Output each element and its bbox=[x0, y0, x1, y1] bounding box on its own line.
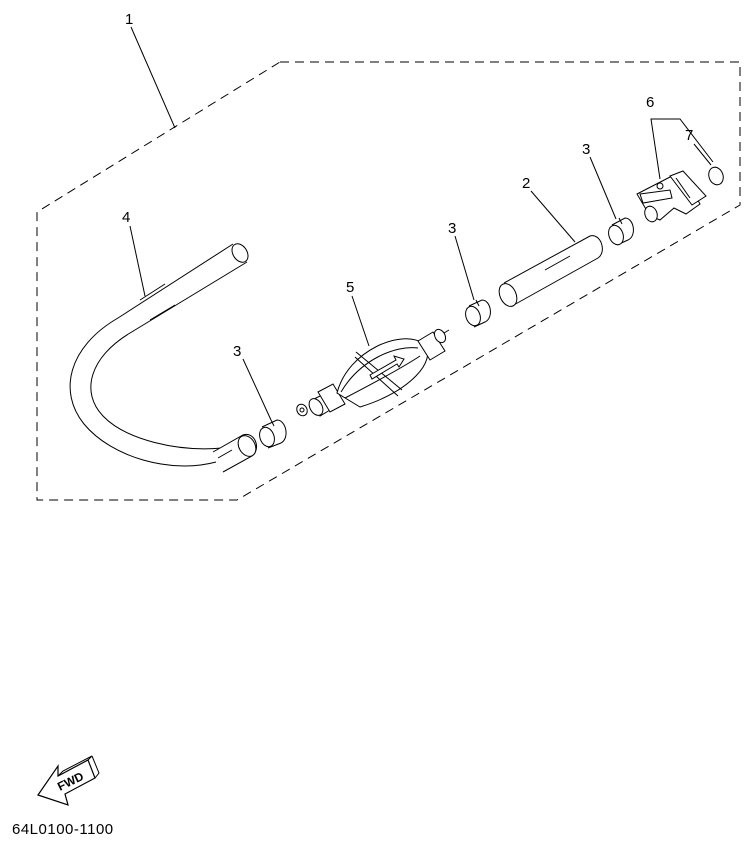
callout-3c: 3 bbox=[582, 141, 590, 158]
leader-7 bbox=[693, 143, 712, 166]
primer-bulb-part-5 bbox=[296, 328, 450, 417]
callout-3b: 3 bbox=[448, 220, 456, 237]
hose-clamp-3a bbox=[259, 419, 287, 449]
fuel-hose-part-2 bbox=[498, 235, 603, 307]
leader-2 bbox=[530, 190, 576, 243]
leader-5 bbox=[351, 295, 370, 347]
callout-5: 5 bbox=[346, 279, 354, 296]
callout-2: 2 bbox=[522, 175, 530, 192]
leader-3a bbox=[242, 358, 272, 421]
fwd-arrow-icon: FWD bbox=[37, 755, 100, 806]
callout-3a: 3 bbox=[233, 343, 241, 360]
o-ring-part-7 bbox=[708, 166, 724, 186]
leader-1 bbox=[130, 26, 176, 129]
leader-6 bbox=[650, 118, 714, 180]
callout-7: 7 bbox=[685, 127, 693, 144]
leader-3b bbox=[454, 235, 475, 301]
callout-1: 1 bbox=[125, 11, 133, 28]
callout-4: 4 bbox=[122, 209, 130, 226]
leader-4 bbox=[129, 225, 146, 297]
callout-6: 6 bbox=[646, 94, 654, 111]
leader-lines bbox=[129, 26, 714, 421]
assembly-boundary bbox=[36, 61, 741, 501]
leader-3c bbox=[589, 156, 617, 220]
fuel-connector-part-6 bbox=[636, 170, 707, 223]
fuel-hose-part-4 bbox=[69, 243, 249, 467]
hose-clamp-3b bbox=[465, 299, 491, 328]
hose-clamp-3c bbox=[608, 217, 634, 246]
diagram-code: 64L0100-1100 bbox=[12, 821, 114, 838]
fuel-hose-end bbox=[212, 433, 257, 473]
